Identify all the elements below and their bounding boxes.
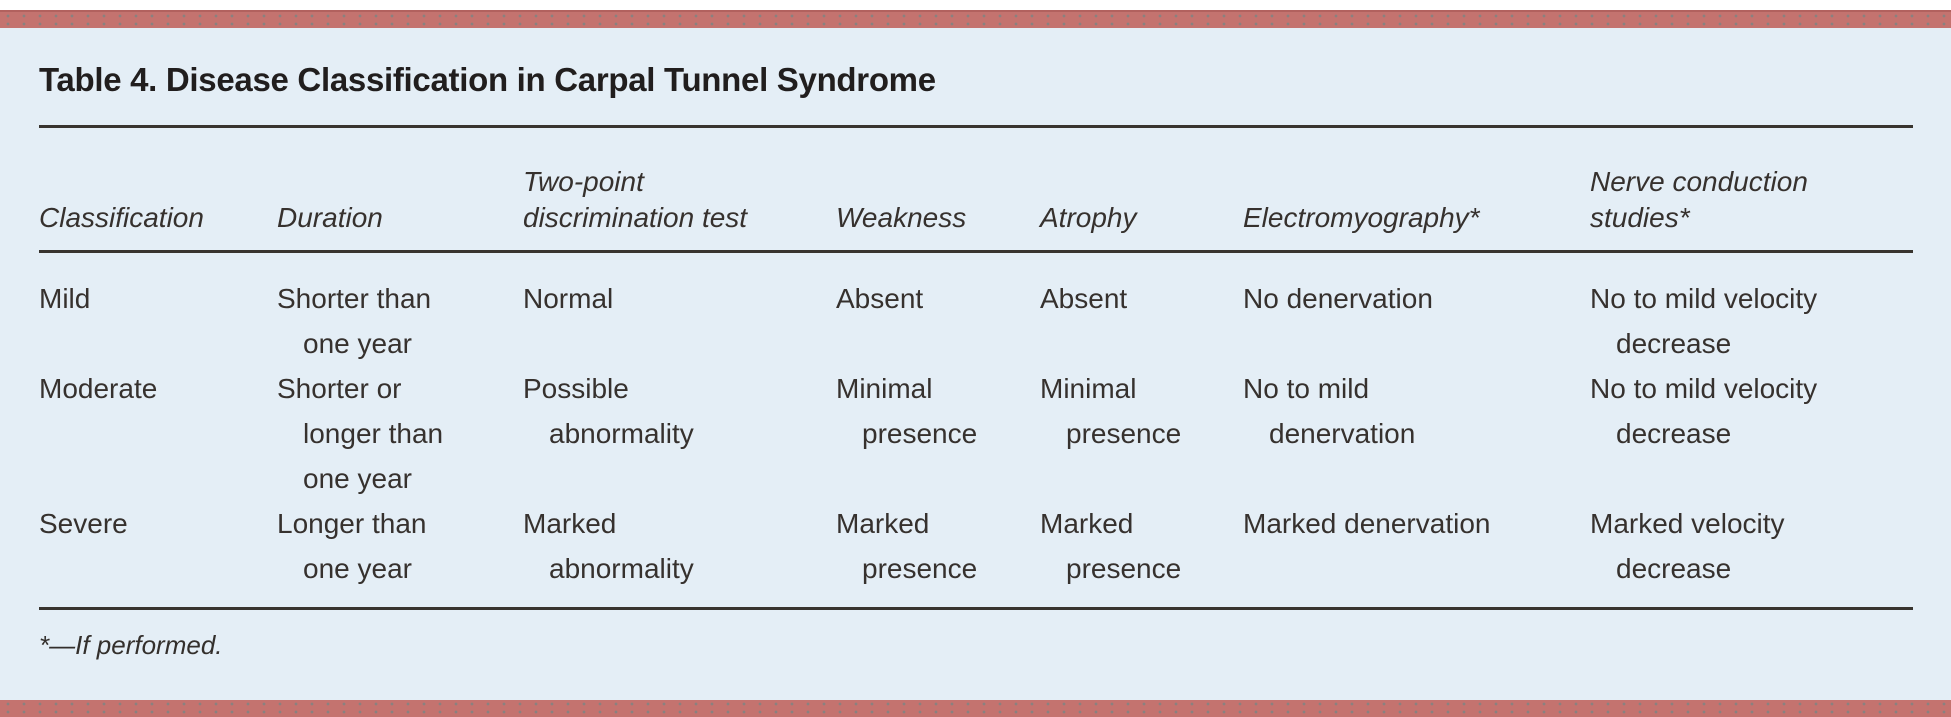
- cell-nerve-conduction: Marked velocity decrease: [1590, 508, 1785, 584]
- cell-classification: Moderate: [39, 373, 158, 404]
- title-divider: [39, 125, 1913, 128]
- cell-weakness: Marked presence: [836, 508, 978, 584]
- cell-electromyography: Marked denervation: [1243, 508, 1491, 539]
- table-body: Mild Shorter than one year Normal Absent…: [39, 253, 1913, 607]
- bottom-accent-band: [0, 700, 1951, 717]
- table-title: Table 4. Disease Classification in Carpa…: [39, 61, 936, 98]
- cell-atrophy: Absent: [1040, 283, 1128, 314]
- column-header-two-point-discrimination-test: Two-point discrimination test: [523, 166, 748, 233]
- cell-nerve-conduction: No to mild velocity decrease: [1590, 283, 1818, 359]
- cell-atrophy: Marked presence: [1040, 508, 1182, 584]
- top-accent-band: [0, 10, 1951, 28]
- cell-duration: Shorter than one year: [277, 283, 432, 359]
- cell-duration: Shorter or longer than one year: [277, 373, 444, 494]
- cell-electromyography: No to mild denervation: [1243, 373, 1416, 449]
- cell-weakness: Absent: [836, 283, 924, 314]
- cell-electromyography: No denervation: [1243, 283, 1433, 314]
- column-header-duration: Duration: [277, 202, 383, 233]
- cell-two-point-test: Marked abnormality: [523, 508, 694, 584]
- table-row-moderate: Moderate Shorter or longer than one year…: [39, 366, 1913, 501]
- table-panel: Table 4. Disease Classification in Carpa…: [0, 28, 1951, 700]
- cell-classification: Mild: [39, 283, 91, 314]
- footer-divider: [39, 607, 1913, 610]
- column-header-weakness: Weakness: [836, 202, 967, 233]
- table-row-mild: Mild Shorter than one year Normal Absent…: [39, 276, 1913, 366]
- header-divider: [39, 250, 1913, 253]
- cell-atrophy: Minimal presence: [1040, 373, 1182, 449]
- column-header-nerve-conduction-studies: Nerve conduction studies*: [1590, 166, 1808, 233]
- cell-nerve-conduction: No to mild velocity decrease: [1590, 373, 1818, 449]
- cell-two-point-test: Possible abnormality: [523, 373, 694, 449]
- table-header-row: Classification Duration Two-point discri…: [39, 128, 1913, 250]
- column-header-electromyography: Electromyography*: [1243, 202, 1480, 233]
- table-row-severe: Severe Longer than one year Marked abnor…: [39, 501, 1913, 591]
- cell-classification: Severe: [39, 508, 128, 539]
- table-footnote: *—If performed.: [39, 630, 223, 660]
- cell-two-point-test: Normal: [523, 283, 614, 314]
- cell-duration: Longer than one year: [277, 508, 427, 584]
- column-header-atrophy: Atrophy: [1040, 202, 1137, 233]
- column-header-classification: Classification: [39, 202, 204, 233]
- cell-weakness: Minimal presence: [836, 373, 978, 449]
